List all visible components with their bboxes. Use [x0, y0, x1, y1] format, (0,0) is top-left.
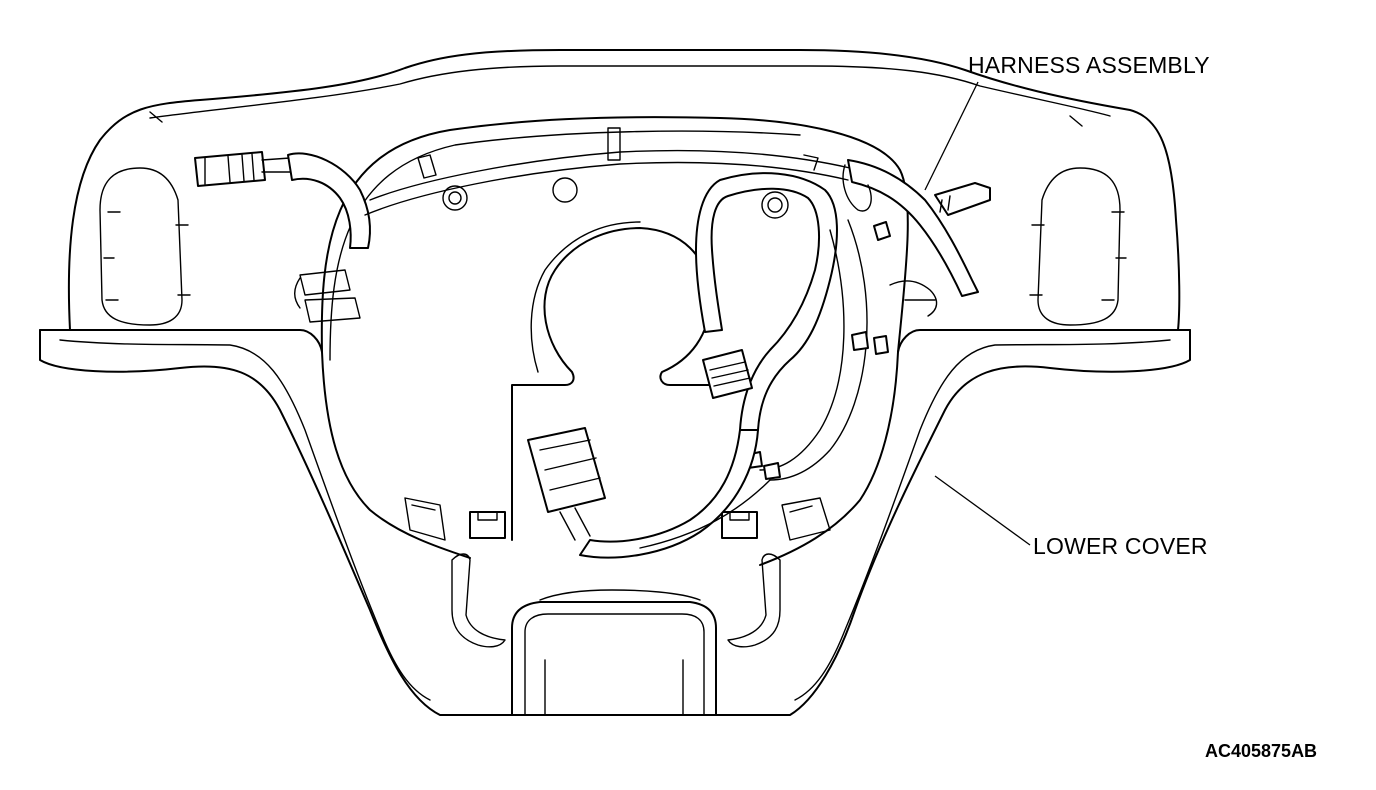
harness-assembly-label: HARNESS ASSEMBLY — [968, 52, 1210, 78]
lower-cover-leader-line — [934, 475, 1031, 546]
lower-cover-label: LOWER COVER — [1033, 533, 1208, 559]
figure-id: AC405875AB — [1205, 741, 1318, 761]
harness-leader-line — [924, 81, 979, 191]
harness-assembly — [194, 149, 991, 559]
lower-cover-outline — [39, 49, 1191, 716]
